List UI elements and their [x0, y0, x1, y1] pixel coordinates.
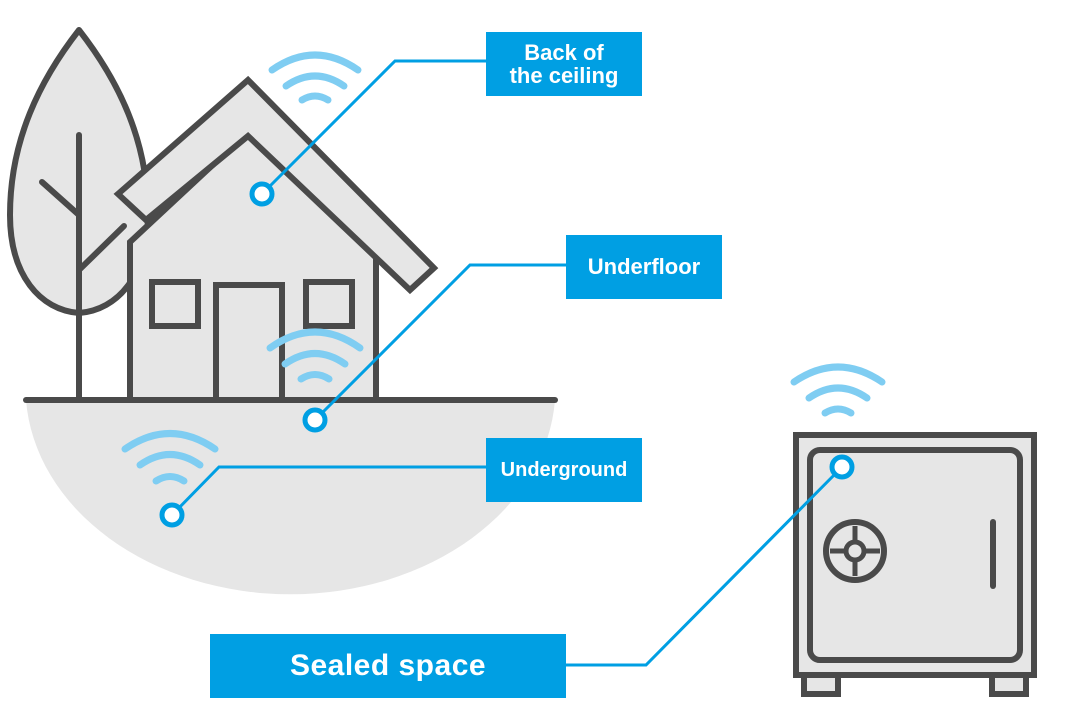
- leader-line-ceiling: [260, 59, 488, 196]
- sensor-point-icon: [829, 454, 855, 480]
- sensor-point-icon: [249, 181, 275, 207]
- sensor-point-icon: [302, 407, 328, 433]
- label-sealed-space: Sealed space: [210, 634, 566, 698]
- house-icon: [113, 75, 439, 403]
- leader-line-underfloor: [313, 263, 568, 422]
- wifi-signal-icon: [790, 363, 886, 417]
- wifi-signal-icon: [266, 328, 364, 383]
- wifi-signal-icon: [268, 51, 362, 104]
- label-back-of-the-ceiling: Back of the ceiling: [486, 32, 642, 96]
- tree-icon: [7, 27, 151, 403]
- leader-line-underground: [170, 465, 488, 517]
- label-underground: Underground: [486, 438, 642, 502]
- wifi-signal-icon: [121, 430, 219, 485]
- leader-line-sealed: [566, 465, 844, 667]
- label-underfloor: Underfloor: [566, 235, 722, 299]
- sensor-point-icon: [159, 502, 185, 528]
- ground-area: [26, 400, 555, 595]
